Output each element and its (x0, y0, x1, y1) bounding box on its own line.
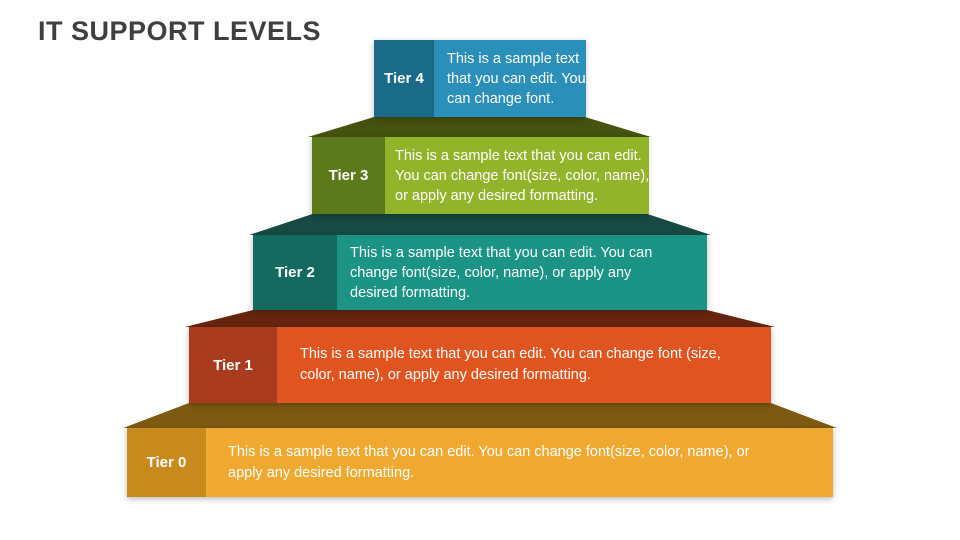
tier-0-roof (123, 403, 837, 428)
tier-0-bar: Tier 0 This is a sample text that you ca… (127, 428, 833, 497)
tier-1-label: Tier 1 (189, 327, 277, 403)
tier-4-bar: Tier 4 This is a sample text that you ca… (374, 40, 586, 117)
tier-4-label: Tier 4 (374, 40, 434, 117)
tier-1-bar: Tier 1 This is a sample text that you ca… (189, 327, 771, 403)
tier-2-roof (249, 214, 711, 235)
tier-4-text: This is a sample text that you can edit.… (434, 40, 586, 117)
tier-2-text: This is a sample text that you can edit.… (337, 235, 707, 310)
tier-2-label: Tier 2 (253, 235, 337, 310)
tier-2-bar: Tier 2 This is a sample text that you ca… (253, 235, 707, 310)
tier-3-roof (308, 117, 651, 137)
tier-3-label: Tier 3 (312, 137, 385, 214)
tier-0-label: Tier 0 (127, 428, 206, 497)
tier-3-bar: Tier 3 This is a sample text that you ca… (312, 137, 650, 214)
tier-1-text: This is a sample text that you can edit.… (277, 327, 771, 403)
tier-0-text: This is a sample text that you can edit.… (206, 428, 833, 497)
tier-3-text: This is a sample text that you can edit.… (385, 137, 650, 214)
page-title: IT SUPPORT LEVELS (38, 16, 322, 46)
tier-1-roof (185, 310, 775, 327)
